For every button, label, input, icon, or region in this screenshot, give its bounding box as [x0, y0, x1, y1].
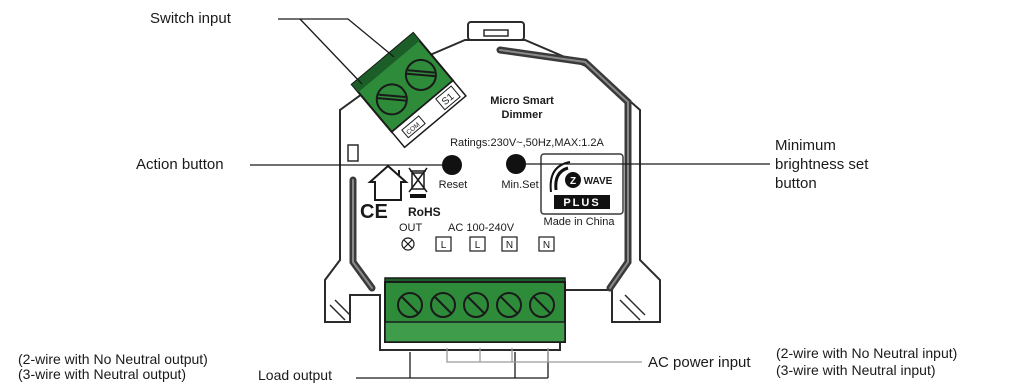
- svg-text:N: N: [543, 240, 550, 251]
- rohs-label: RoHS: [408, 205, 441, 219]
- ac-power-input-callout: AC power input: [648, 354, 751, 371]
- svg-text:N: N: [506, 240, 513, 251]
- out-label: OUT: [399, 222, 423, 234]
- terminal-screw: [397, 292, 423, 318]
- min-brightness-callout-line3: button: [775, 175, 817, 192]
- terminal-screw: [529, 292, 555, 318]
- zwave-logo-letter: Z: [570, 176, 576, 187]
- device-title-line1: Micro Smart: [490, 95, 554, 107]
- svg-text:L: L: [475, 240, 481, 251]
- ac-power-note-1: (2-wire with No Neutral input): [776, 345, 958, 361]
- terminal-label-n2: N: [538, 236, 555, 252]
- ce-mark: CE: [360, 201, 388, 223]
- min-brightness-callout-line1: Minimum: [775, 137, 836, 154]
- terminal-screw: [496, 292, 522, 318]
- load-output-callout: Load output: [258, 367, 332, 383]
- load-output-note-2: (3-wire with Neutral output): [18, 366, 187, 382]
- min-brightness-callout-line2: brightness set: [775, 156, 869, 173]
- terminal-screw: [430, 292, 456, 318]
- made-in-label: Made in China: [544, 216, 616, 228]
- crossed-bin-icon: [408, 167, 428, 198]
- min-set-button[interactable]: [506, 154, 526, 174]
- terminal-label-n1: N: [501, 236, 518, 252]
- ac-range-label: AC 100-240V: [448, 222, 515, 234]
- terminal-label-l1: L: [435, 236, 452, 252]
- leader-lines: [250, 18, 770, 379]
- terminal-label-l2: L: [469, 236, 486, 252]
- reset-button-label: Reset: [439, 179, 468, 191]
- device-ratings: Ratings:230V~,50Hz,MAX:1.2A: [450, 137, 604, 149]
- ac-power-note-2: (3-wire with Neutral input): [776, 362, 936, 378]
- terminal-screw: [463, 292, 489, 318]
- switch-input-callout: Switch input: [150, 10, 231, 27]
- ac-terminal-block: [384, 277, 566, 343]
- zwave-plus-badge: PLUS Z WAVE: [540, 153, 624, 215]
- weee-house-icon: [367, 164, 409, 201]
- zwave-logo-icon: [565, 172, 581, 188]
- switch-input-terminal: S1 COM: [350, 31, 467, 149]
- action-button-callout: Action button: [136, 156, 224, 173]
- svg-text:L: L: [441, 240, 447, 251]
- zwave-brand-text: WAVE: [584, 176, 613, 187]
- load-output-note-1: (2-wire with No Neutral output): [18, 351, 208, 367]
- zwave-plus-text: PLUS: [563, 197, 600, 209]
- min-set-button-label: Min.Set: [501, 179, 538, 191]
- lamp-icon: [401, 237, 415, 251]
- reset-button[interactable]: [442, 155, 462, 175]
- device-title-line2: Dimmer: [502, 109, 544, 121]
